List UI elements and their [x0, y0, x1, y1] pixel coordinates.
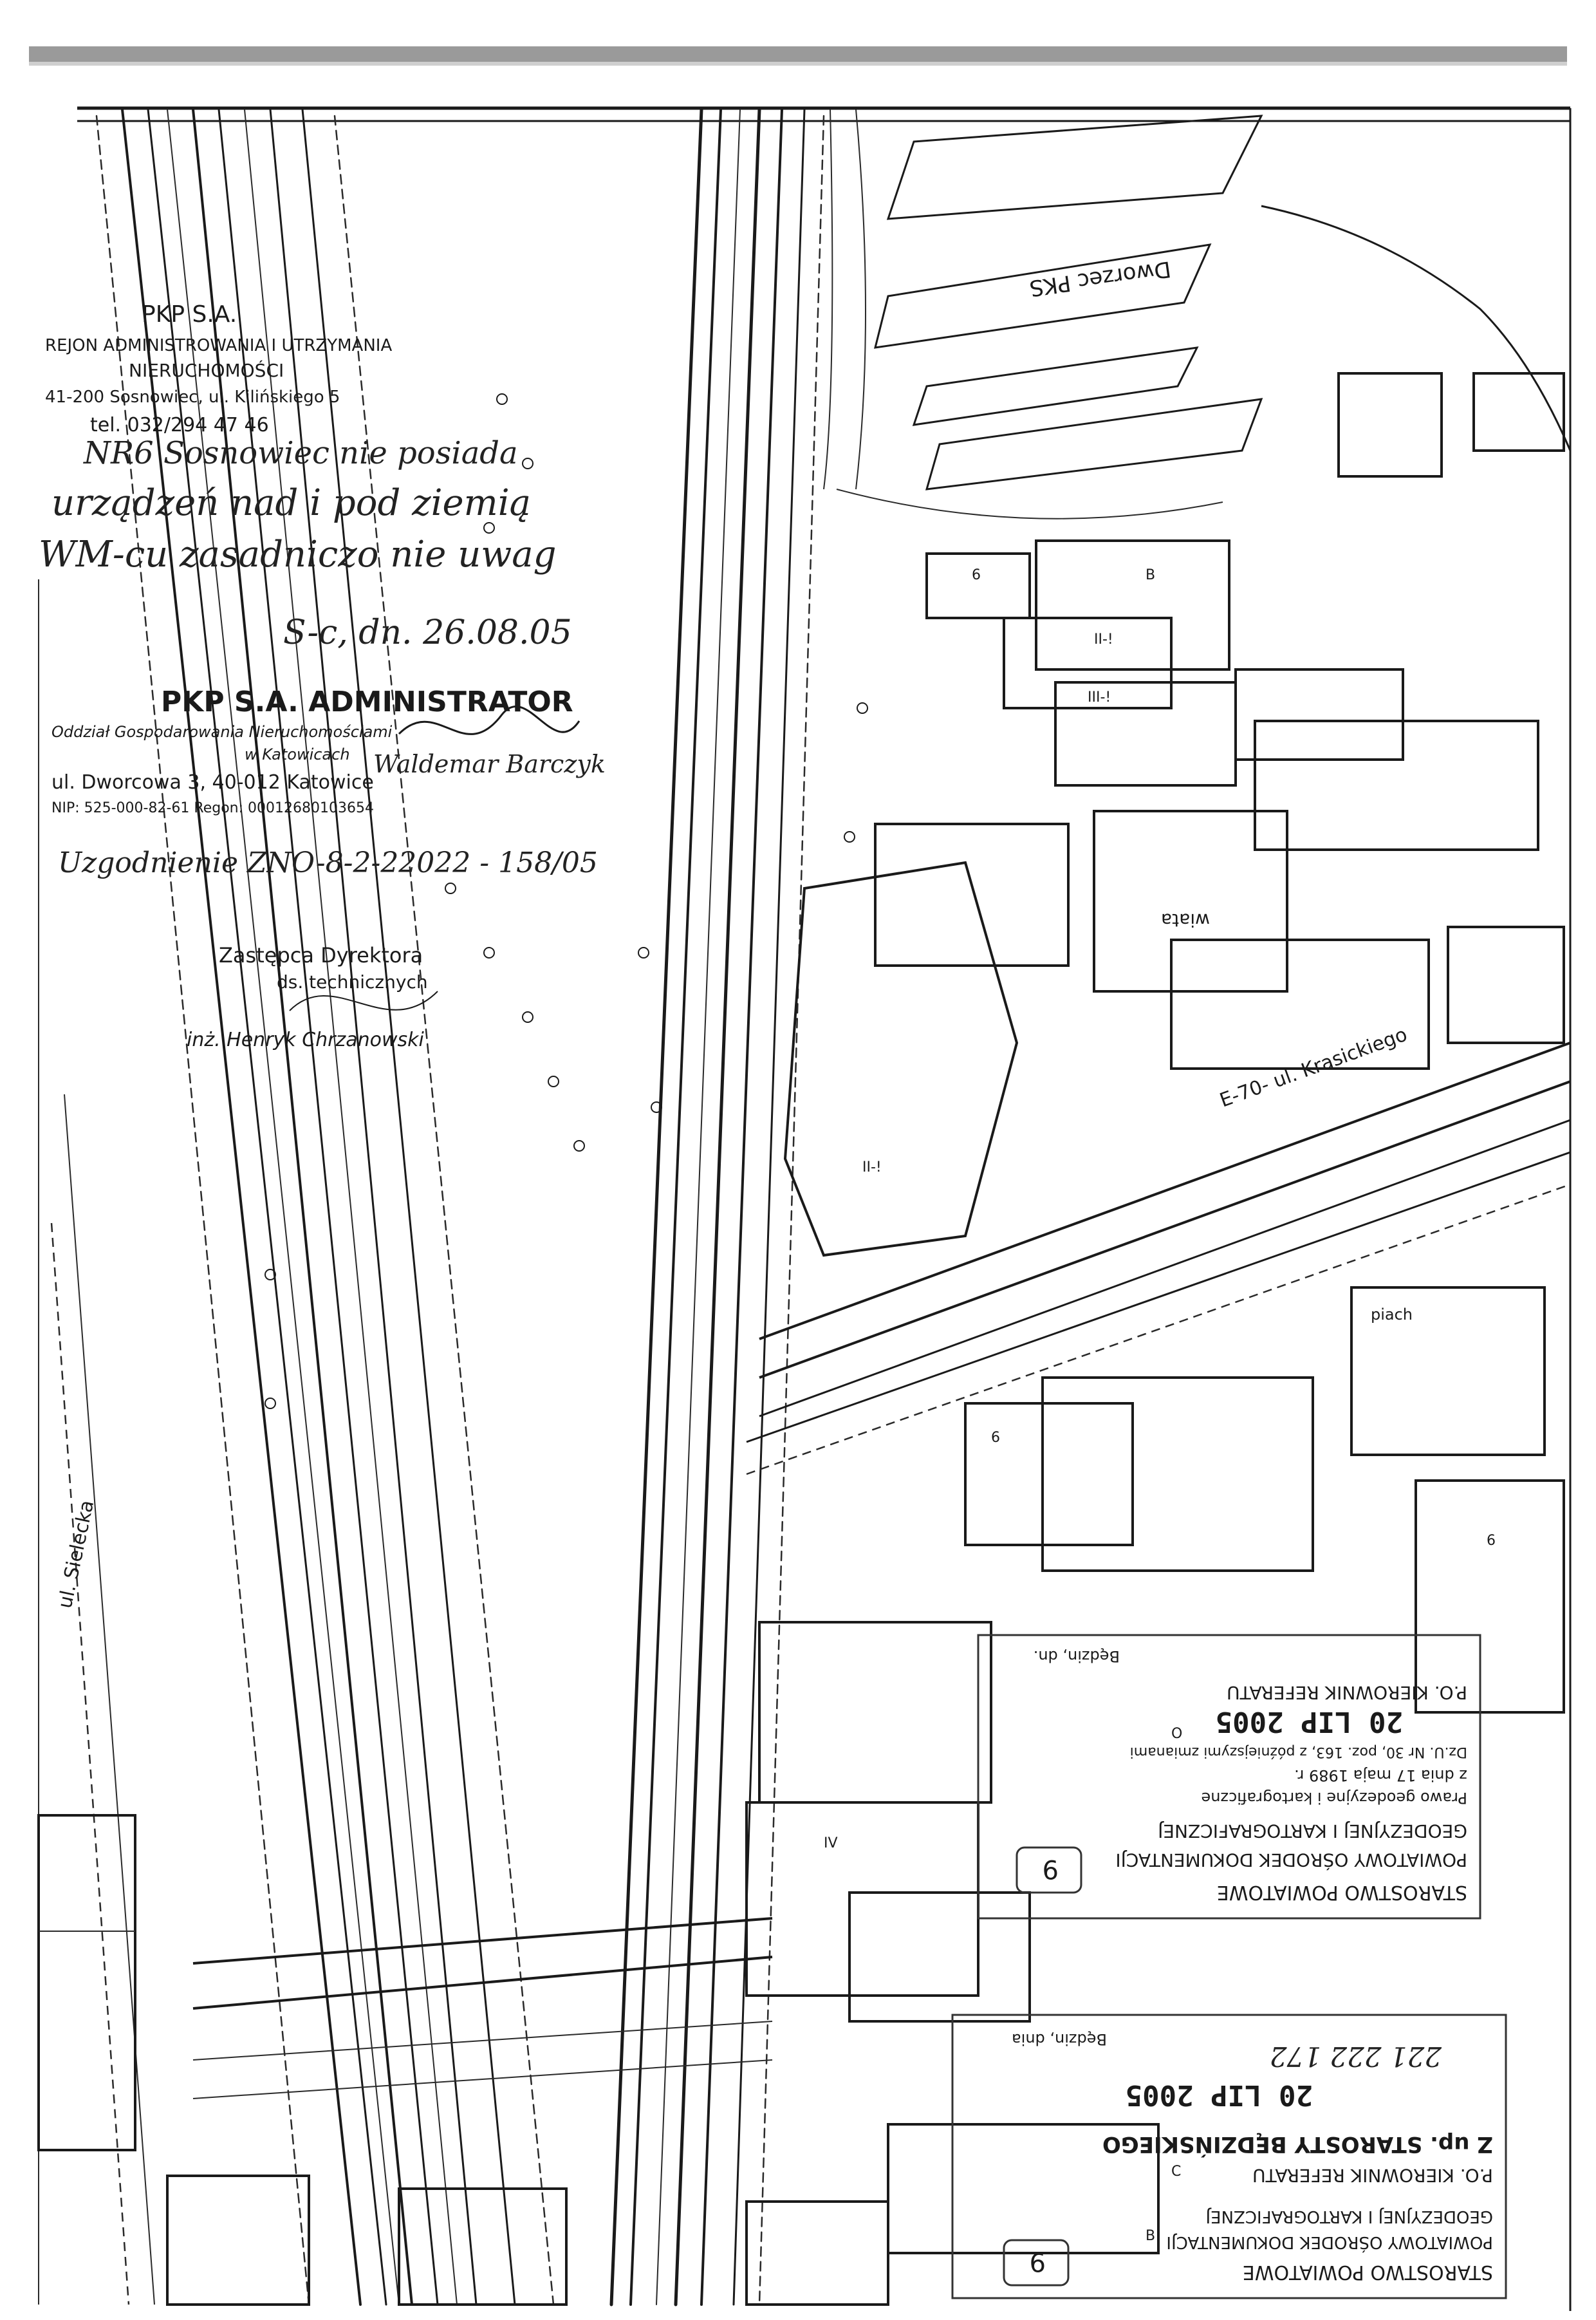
label-piach: piach — [1371, 1305, 1413, 1324]
handwriting-date1: S-c, dn. 26.08.05 — [283, 613, 572, 652]
starostwo-upper-line8: Będzin, dn. — [1034, 1647, 1120, 1665]
svg-text:6: 6 — [972, 567, 981, 583]
stamp-pkp-rejon-line1: PKP S.A. — [142, 301, 237, 328]
bottom-cross-street — [166, 1917, 773, 2306]
svg-text:C: C — [1171, 2164, 1181, 2180]
svg-text:6: 6 — [991, 1430, 1000, 1446]
stamp-pkp-admin-line4: ul. Dworcowa 3, 40-012 Katowice — [51, 771, 374, 794]
svg-text:II-!: II-! — [1094, 631, 1113, 648]
stamp-pkp-admin: PKP S.A. ADMINISTRATOR Oddział Gospodaro… — [51, 686, 606, 816]
starostwo-upper-line4: Prawo geodezyjne i kartograficzne — [1202, 1789, 1467, 1807]
svg-text:B: B — [1146, 567, 1155, 583]
svg-text:6: 6 — [1487, 1533, 1496, 1549]
stamp-pkp-admin-line3: w Katowicach — [245, 745, 350, 763]
handwriting-note3: WM-cu zasadniczo nie uwag — [39, 534, 556, 575]
starostwo-lower-line2: POWIATOWY OŚRODEK DOKUMENTACJI — [1166, 2232, 1493, 2253]
buildings-right — [783, 372, 1565, 1257]
svg-text:B: B — [1146, 2228, 1155, 2244]
svg-text:O: O — [1171, 1726, 1182, 1742]
starostwo-upper-line6: Dz.U. Nr 30, poz. 163, z późniejszymi zm… — [1130, 1744, 1467, 1760]
starostwo-upper-badge-box — [1016, 1846, 1082, 1894]
stamp-pkp-rejon: PKP S.A. REJON ADMINISTROWANIA I UTRZYMA… — [45, 301, 392, 436]
stamp-pkp-rejon-line3: NIERUCHOMOŚCI — [129, 359, 284, 381]
handwriting-note1: NR6 Sosnowiec nie posiada — [83, 435, 518, 471]
buildings-lower-right — [745, 1286, 1565, 2306]
deputy-signature — [289, 991, 438, 1011]
stamp-deputy: Zastępca Dyrektora ds. technicznych inż.… — [187, 943, 438, 1051]
stamp-pkp-admin-line2: Oddział Gospodarowania Nieruchomościami — [51, 723, 393, 741]
stamp-pkp-rejon-line5: tel. 032/294 47 46 — [90, 414, 269, 436]
stamp-pkp-admin-line1: PKP S.A. ADMINISTRATOR — [161, 686, 573, 718]
starostwo-upper-line7: P.O. KIEROWNIK REFERATU — [1227, 1682, 1467, 1703]
stamp-pkp-rejon-line4: 41-200 Sosnowiec, ul. Kilińskiego 5 — [45, 388, 340, 407]
starostwo-upper-date: 20 LIP 2005 — [1216, 1705, 1403, 1738]
starostwo-upper-line3: GEODEZYJNEJ I KARTOGRAFICZNEJ — [1158, 1820, 1467, 1842]
svg-text:II-!: II-! — [862, 1159, 882, 1175]
svg-text:III-!: III-! — [1088, 689, 1111, 706]
stamp-starostwo-lower: STAROSTWO POWIATOWE POWIATOWY OŚRODEK DO… — [951, 2014, 1507, 2299]
stamp-starostwo-upper: STAROSTWO POWIATOWE POWIATOWY OŚRODEK DO… — [977, 1634, 1481, 1920]
copier-band — [29, 46, 1567, 64]
starostwo-lower-badge: 9 — [1030, 2247, 1046, 2276]
starostwo-lower-line4: P.O. KIEROWNIK REFERATU — [1252, 2165, 1493, 2186]
stamp-pkp-admin-line5: NIP: 525-000-82-61 Regon: 00012680103654 — [51, 800, 374, 816]
starostwo-lower-date: 20 LIP 2005 — [1126, 2079, 1313, 2111]
street-krasickiego — [746, 1042, 1571, 1475]
starostwo-lower-line5: Z up. STAROSTY BĘDZIŃSKIEGO — [1102, 2131, 1493, 2158]
starostwo-upper-line1: STAROSTWO POWIATOWE — [1217, 1881, 1467, 1904]
starostwo-lower-line1: STAROSTWO POWIATOWE — [1243, 2261, 1493, 2283]
handwritten-notes: NR6 Sosnowiec nie posiada urządzeń nad i… — [39, 435, 572, 652]
label-wiata: wiata — [1161, 910, 1210, 931]
starostwo-lower-badge-box — [1003, 2239, 1070, 2287]
handwriting-ref: Uzgodnienie ZNO-8-2-22022 - 158/05 — [58, 847, 598, 879]
label-sielecka: ul. Sielecka — [54, 1498, 99, 1610]
handwriting-note2: urządzeń nad i pod ziemią — [51, 482, 531, 524]
starostwo-upper-line5: z dnia 17 maja 1989 r. — [1294, 1766, 1467, 1784]
starostwo-lower-line3: GEODEZYJNEJ I KARTOGRAFICZNEJ — [1205, 2207, 1493, 2226]
stamp-pkp-admin-signer: Waldemar Barczyk — [373, 750, 606, 778]
stamp-pkp-rejon-line2: REJON ADMINISTROWANIA I UTRZYMANIA — [45, 336, 392, 355]
stamp-deputy-line1: Zastępca Dyrektora — [219, 943, 423, 968]
signature-scribble — [398, 706, 580, 735]
stamp-deputy-line3: inż. Henryk Chrzanowski — [187, 1029, 425, 1051]
starostwo-lower-handwritten-ref: 221 222 172 — [1270, 2041, 1442, 2072]
stamp-deputy-line2: ds. technicznych — [277, 971, 428, 993]
tree-symbols — [264, 393, 868, 1409]
starostwo-upper-line2: POWIATOWY OŚRODEK DOKUMENTACJI — [1115, 1849, 1467, 1871]
bus-station-area — [823, 109, 1572, 519]
copier-band-noise — [29, 62, 1567, 66]
svg-text:IV: IV — [824, 1835, 838, 1851]
starostwo-upper-badge: 9 — [1043, 1854, 1059, 1884]
starostwo-lower-line6: Będzin, dnia — [1012, 2030, 1107, 2048]
left-margin-lines — [37, 579, 155, 2305]
